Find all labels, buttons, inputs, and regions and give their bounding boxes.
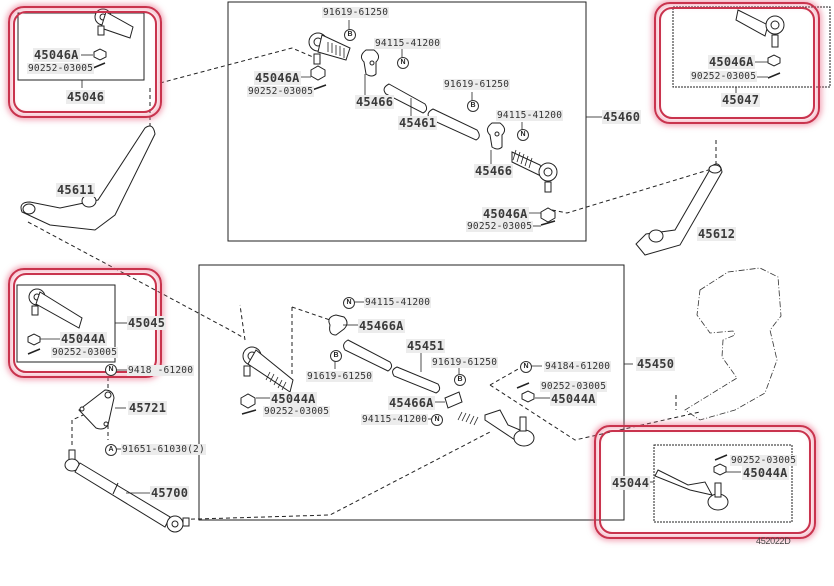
tie-rod-end-45044 [654,454,729,511]
label-45047[interactable]: 45047 [721,93,761,107]
marker-n-icon: N [397,57,409,69]
label-45460-end-pin-right[interactable]: 90252-03005 [466,221,534,232]
label-45450-bolt1[interactable]: 91619-61250 [306,371,374,382]
label-45046-pin[interactable]: 90252-03005 [27,63,95,74]
marker-n-icon: N [105,364,117,376]
label-45046-nut[interactable]: 45046A [33,48,80,62]
label-45450[interactable]: 45450 [636,357,676,371]
label-45450-bolt2[interactable]: 91619-61250 [431,357,499,368]
figure-code: 452022D [756,536,791,546]
label-45450-clamp2[interactable]: 45466A [388,396,435,410]
label-45045[interactable]: 45045 [127,316,167,330]
label-45450-clamp1[interactable]: 45466A [358,319,405,333]
label-45450-end-pin-left[interactable]: 90252-03005 [263,406,331,417]
label-45460-end-nut-left[interactable]: 45046A [254,71,301,85]
label-idler-arm-right[interactable]: 45612 [697,227,737,241]
tie-rod-end-45046 [92,8,134,69]
label-45460[interactable]: 45460 [602,110,642,124]
label-45460-clamp2[interactable]: 45466 [474,164,514,178]
frame-45450 [198,264,625,521]
tie-rod-45460 [308,32,558,226]
label-45450-nut1[interactable]: 94115-41200 [364,297,432,308]
bracket-and-damper [64,389,190,533]
marker-n-icon: N [517,129,529,141]
marker-b-icon: B [467,100,479,112]
highlight-45046[interactable] [8,6,162,118]
label-45044-nut[interactable]: 45044A [742,466,789,480]
label-45450-nut3[interactable]: 94184-61200 [544,361,612,372]
label-45450-tube[interactable]: 45451 [406,339,446,353]
label-45450-end-nut-left[interactable]: 45044A [270,392,317,406]
box-45046 [17,12,145,81]
marker-n-icon: N [431,414,443,426]
tie-rod-45450 [240,314,535,447]
label-45460-end-pin-left[interactable]: 90252-03005 [247,86,315,97]
box-45044 [653,444,793,523]
tie-rod-end-45047 [735,9,785,79]
label-bracket-nut[interactable]: 9418 -61200 [127,365,195,376]
idler-arms [20,125,723,256]
label-45047-pin[interactable]: 90252-03005 [690,71,758,82]
connector-lines [27,47,717,521]
label-45460-nut2[interactable]: 94115-41200 [496,110,564,121]
highlight-45047[interactable] [654,2,820,124]
label-45450-pin3[interactable]: 90252-03005 [540,381,608,392]
label-45044-pin[interactable]: 90252-03005 [730,455,798,466]
label-idler-arm-left[interactable]: 45611 [56,183,96,197]
marker-b-icon: B [454,374,466,386]
label-bracket[interactable]: 45721 [128,401,168,415]
label-45460-tube[interactable]: 45461 [398,116,438,130]
marker-n-icon: N [520,361,532,373]
highlight-45044[interactable] [594,425,816,539]
marker-a-icon: A [105,444,117,456]
label-damper[interactable]: 45700 [150,486,190,500]
marker-n-icon: N [343,297,355,309]
label-45450-end-nut-right[interactable]: 45044A [550,392,597,406]
frame-45460 [227,1,587,242]
label-45460-end-nut-right[interactable]: 45046A [482,207,529,221]
label-45460-clamp1[interactable]: 45466 [355,95,395,109]
marker-b-icon: B [330,350,342,362]
tie-rod-end-45045 [27,288,83,355]
marker-b-icon: B [344,29,356,41]
label-45044[interactable]: 45044 [611,476,651,490]
label-bracket-bolt[interactable]: 91651-61030(2) [121,444,206,455]
label-45460-nut1[interactable]: 94115-41200 [374,38,442,49]
label-45047-nut[interactable]: 45046A [708,55,755,69]
label-45460-bolt2[interactable]: 91619-61250 [443,79,511,90]
label-45460-bolt1[interactable]: 91619-61250 [322,7,390,18]
label-45045-pin[interactable]: 90252-03005 [51,347,119,358]
engine-outline [684,267,782,421]
box-45045 [16,284,116,363]
label-45046[interactable]: 45046 [66,90,106,104]
label-45450-nut2[interactable]: 94115-41200 [361,414,429,425]
label-45045-nut[interactable]: 45044A [60,332,107,346]
